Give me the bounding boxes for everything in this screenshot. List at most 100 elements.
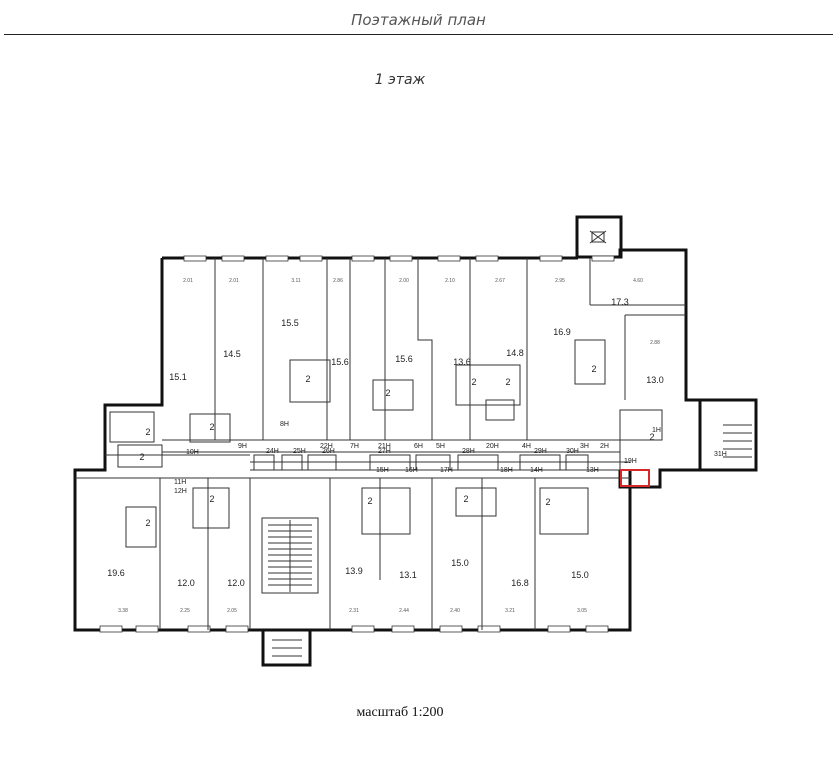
room-area: 15.6: [395, 354, 413, 364]
unit-label: 5Н: [436, 443, 445, 450]
room-width: 2.00: [399, 278, 409, 284]
unit-label: 16Н: [405, 467, 418, 474]
bath-area: 2: [305, 374, 310, 384]
room-width: 2.88: [650, 340, 660, 346]
bath-area: 2: [145, 427, 150, 437]
room-width: 2.31: [349, 608, 359, 614]
room-width: 2.40: [450, 608, 460, 614]
roof-hatch-block: [575, 215, 623, 259]
room-area: 13.1: [399, 570, 417, 580]
bath-area: 2: [649, 432, 654, 442]
unit-label: 8Н: [280, 421, 289, 428]
unit-label: 17Н: [440, 467, 453, 474]
bottom-partitions: [159, 478, 536, 630]
room-area: 13.9: [345, 566, 363, 576]
entry-vestibule: [700, 398, 758, 472]
room-width: 2.25: [180, 608, 190, 614]
unit-label: 30Н: [566, 448, 579, 455]
stair-block: [261, 517, 319, 594]
room-width: 2.67: [495, 278, 505, 284]
top-partitions: [214, 258, 686, 440]
unit-label: 25Н: [293, 448, 306, 455]
room-area: 15.1: [169, 372, 187, 382]
room-width: 3.21: [505, 608, 515, 614]
room-area: 13.0: [646, 375, 664, 385]
room-area: 12.0: [177, 578, 195, 588]
unit-label: 14Н: [530, 467, 543, 474]
unit-label: 1Н: [652, 427, 661, 434]
unit-label: 18Н: [500, 467, 513, 474]
unit-label: 31Н: [714, 451, 727, 458]
scale-label: масштаб 1:200: [356, 705, 444, 720]
unit-label: 4Н: [522, 443, 531, 450]
unit-label: 28Н: [462, 448, 475, 455]
bottom-windows: [99, 625, 609, 633]
room-width: 2.01: [229, 278, 239, 284]
corridor-labels: 10Н 9Н 8Н 22Н 7Н 21Н 6Н 5Н 20Н 4Н 3Н 2Н …: [174, 421, 727, 495]
room-width: 2.05: [227, 608, 237, 614]
unit-label: 6Н: [414, 443, 423, 450]
room-area: 12.0: [227, 578, 245, 588]
unit-label: 9Н: [238, 443, 247, 450]
unit-label: 2Н: [600, 443, 609, 450]
unit-label: 21Н: [378, 443, 391, 450]
unit-label: 27Н: [378, 448, 391, 455]
room-area: 15.6: [331, 357, 349, 367]
room-area: 16.8: [511, 578, 529, 588]
corridor-cells: [253, 454, 589, 471]
bathroom-labels: 2 2 2 2 2 2 2 2 2 2 2 2 2 2: [139, 364, 654, 528]
bottom-entrance: [261, 630, 312, 667]
highlighted-unit: [620, 469, 650, 487]
room-area: 14.5: [223, 349, 241, 359]
room-width: 3.11: [291, 278, 301, 284]
entry-steps: [723, 424, 752, 458]
bath-area: 2: [463, 494, 468, 504]
unit-label: 3Н: [580, 443, 589, 450]
room-width: 4.60: [633, 278, 643, 284]
rooms-bottom: 19.6 3.38 12.0 2.25 12.0 2.05 13.9 2.31 …: [107, 558, 589, 614]
unit-label: 12Н: [174, 488, 187, 495]
room-width: 2.86: [333, 278, 343, 284]
bath-area: 2: [209, 494, 214, 504]
room-area: 15.5: [281, 318, 299, 328]
unit-label: 19Н: [624, 458, 637, 465]
rooms-top: 15.1 2.01 14.5 2.01 15.5 3.11 15.6 2.86 …: [169, 278, 664, 385]
bath-area: 2: [471, 377, 476, 387]
unit-label: 7Н: [350, 443, 359, 450]
bath-area: 2: [367, 496, 372, 506]
room-area: 17.3: [611, 297, 629, 307]
room-area: 15.0: [451, 558, 469, 568]
unit-label: 15Н: [376, 467, 389, 474]
unit-label: 11Н: [174, 479, 186, 486]
room-width: 3.05: [577, 608, 587, 614]
bathroom-units: [109, 339, 663, 548]
room-area: 13.6: [453, 357, 471, 367]
bath-area: 2: [385, 388, 390, 398]
bath-area: 2: [145, 518, 150, 528]
room-width: 2.44: [399, 608, 409, 614]
unit-label: 20Н: [486, 443, 499, 450]
bath-area: 2: [591, 364, 596, 374]
unit-label: 10Н: [186, 449, 199, 456]
bath-area: 2: [545, 497, 550, 507]
bath-area: 2: [139, 452, 144, 462]
top-windows: [183, 255, 615, 262]
room-width: 3.38: [118, 608, 128, 614]
room-area: 14.8: [506, 348, 524, 358]
unit-label: 13Н: [586, 467, 599, 474]
room-area: 16.9: [553, 327, 571, 337]
document-title: Поэтажный план: [351, 11, 486, 29]
bath-area: 2: [505, 377, 510, 387]
unit-label: 24Н: [266, 448, 279, 455]
room-width: 2.10: [445, 278, 455, 284]
room-area: 19.6: [107, 568, 125, 578]
hatch-icon: [589, 230, 607, 244]
header-frame: [4, 0, 833, 35]
room-area: 15.0: [571, 570, 589, 580]
unit-label: 22Н: [320, 443, 333, 450]
room-width: 2.01: [183, 278, 193, 284]
floor-title: 1 этаж: [374, 72, 426, 88]
bath-area: 2: [209, 422, 214, 432]
unit-label: 29Н: [534, 448, 547, 455]
